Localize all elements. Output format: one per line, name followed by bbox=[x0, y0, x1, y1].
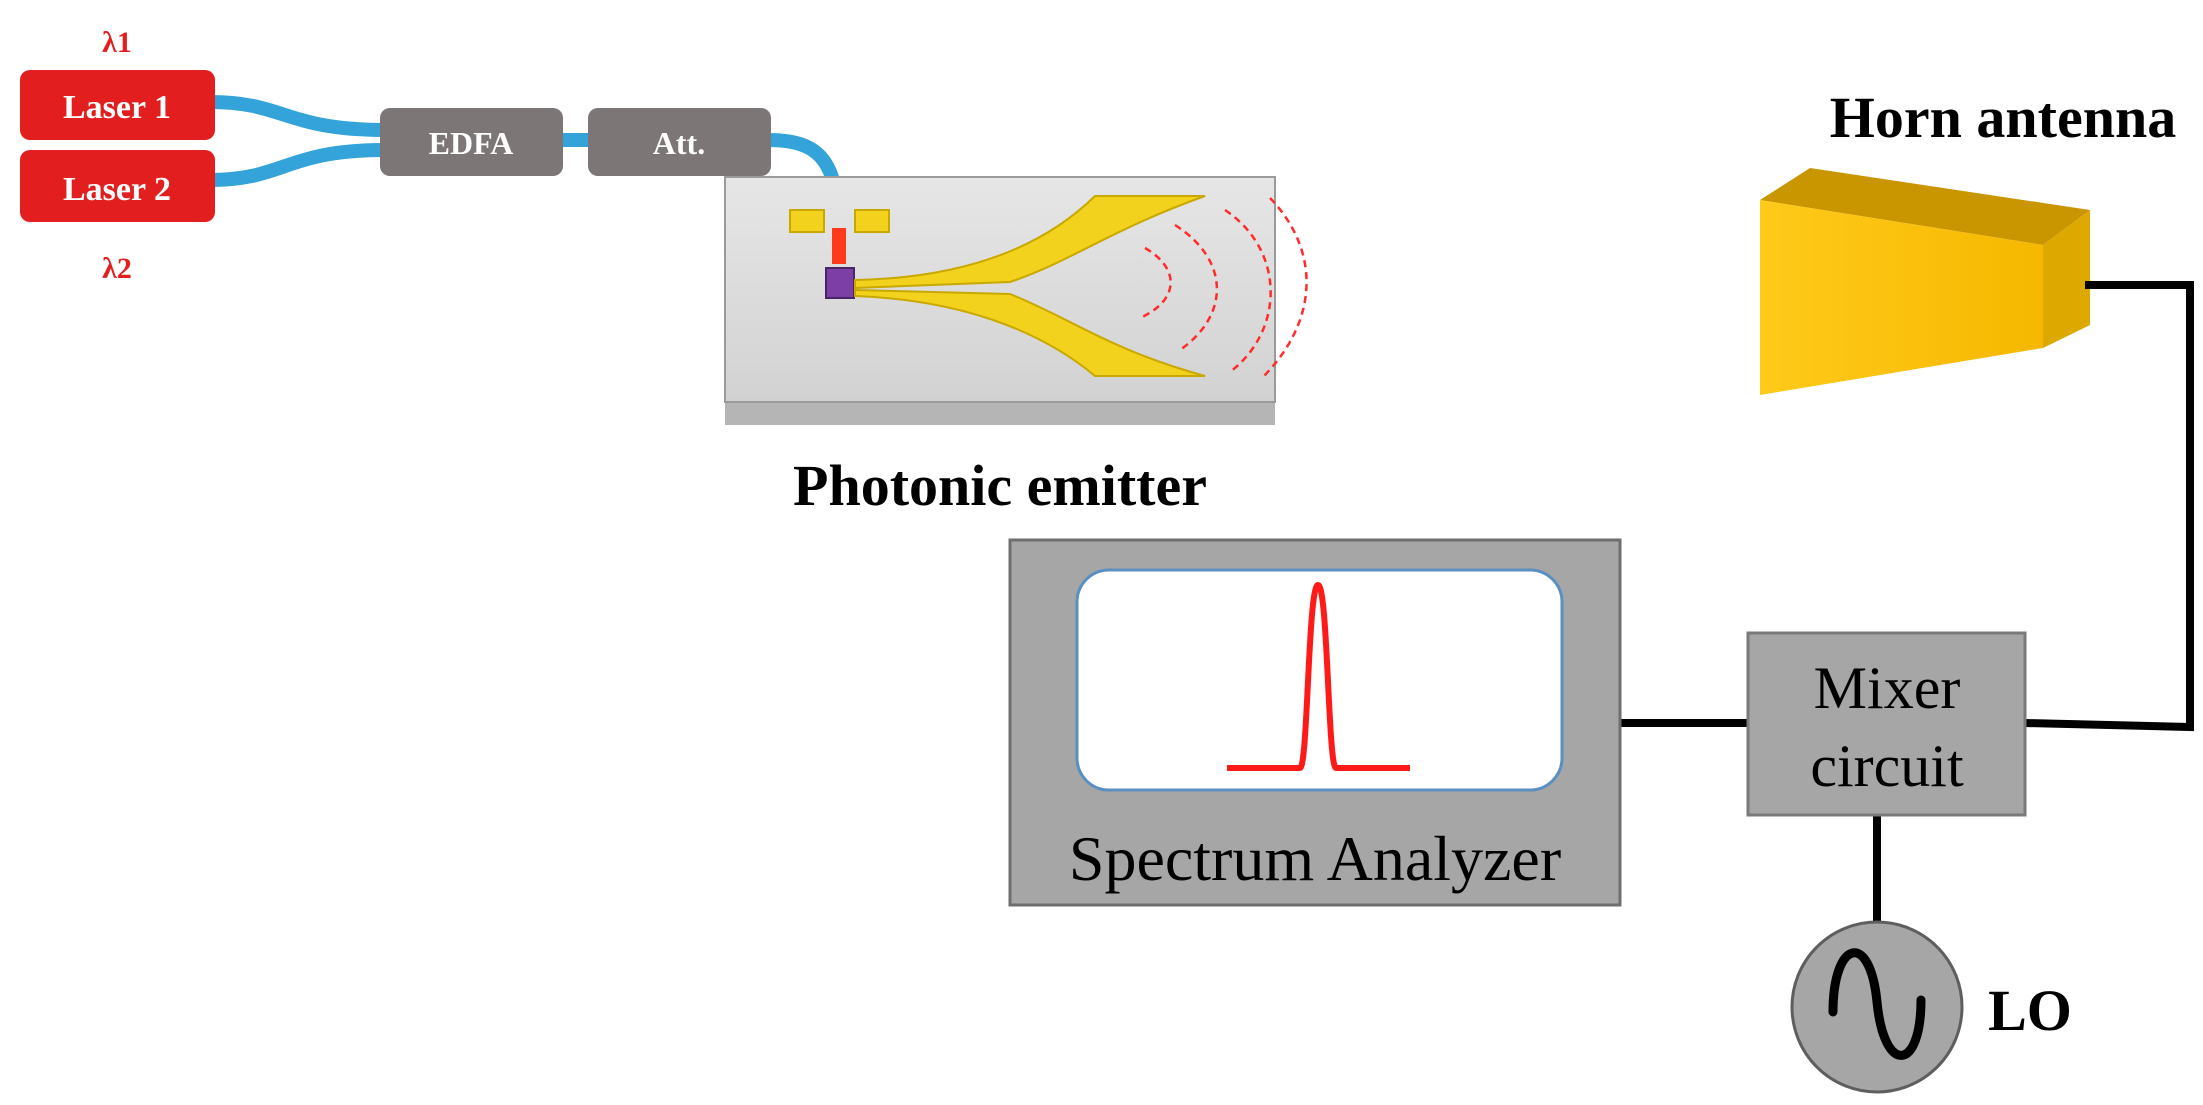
contact-pad-right bbox=[854, 209, 890, 233]
spectrum-analyzer-label: Spectrum Analyzer bbox=[1069, 823, 1561, 894]
photonic-emitter-label: Photonic emitter bbox=[793, 453, 1207, 518]
mixer-label-line1: Mixer bbox=[1814, 655, 1961, 721]
sine-wave-icon bbox=[1828, 948, 1926, 1060]
emission-wave-3 bbox=[1224, 208, 1272, 373]
antenna-upper-arm bbox=[854, 195, 1206, 290]
photodiode-stem bbox=[832, 228, 846, 264]
mixer-circuit: Mixer circuit bbox=[1746, 631, 2027, 817]
lambda-2-label: λ2 bbox=[102, 252, 132, 285]
laser-2-box bbox=[20, 150, 215, 222]
horn-antenna bbox=[1760, 168, 2090, 395]
laser-1: Laser 1 bbox=[20, 70, 215, 140]
emission-wave-4 bbox=[1261, 197, 1308, 379]
horn-antenna-face bbox=[1760, 200, 2043, 395]
fiber-laser2-to-edfa bbox=[203, 143, 392, 187]
horn-antenna-top bbox=[1760, 168, 2090, 245]
antenna-lower-arm bbox=[854, 288, 1206, 377]
lambda-1-label: λ1 bbox=[102, 26, 132, 59]
horn-antenna-label: Horn antenna bbox=[1830, 85, 2176, 150]
edfa: EDFA bbox=[380, 108, 563, 176]
edfa-box bbox=[380, 108, 563, 176]
edfa-label: EDFA bbox=[429, 125, 514, 161]
spectrum-analyzer: Spectrum Analyzer bbox=[1008, 538, 1622, 907]
attenuator: Att. bbox=[588, 108, 771, 176]
mixer-label-line2: circuit bbox=[1810, 733, 1964, 799]
local-oscillator bbox=[1790, 920, 1964, 1094]
contact-pad-left bbox=[789, 209, 825, 233]
laser-2: Laser 2 bbox=[20, 150, 215, 222]
spectrum-analyzer-screen bbox=[1075, 568, 1564, 792]
mixer-circuit-box bbox=[1746, 631, 2027, 817]
laser-1-box bbox=[20, 70, 215, 140]
spectrum-peak-trace bbox=[1227, 582, 1410, 771]
emitter-platform bbox=[724, 176, 1276, 403]
attenuator-box bbox=[588, 108, 771, 176]
cable-horn-to-mixer bbox=[2024, 281, 2194, 732]
lo-label: LO bbox=[1988, 978, 2072, 1043]
attenuator-label: Att. bbox=[653, 125, 705, 161]
laser-2-label: Laser 2 bbox=[63, 171, 171, 208]
photodiode-chip bbox=[825, 267, 855, 299]
emitter-platform-side bbox=[725, 400, 1275, 425]
photonic-emitter bbox=[724, 176, 1308, 425]
fiber-laser1-to-edfa bbox=[203, 95, 392, 137]
emission-wave-2 bbox=[1174, 223, 1219, 352]
laser-1-label: Laser 1 bbox=[63, 89, 171, 126]
horn-antenna-side bbox=[2043, 210, 2090, 348]
rf-cables bbox=[1620, 281, 2194, 955]
